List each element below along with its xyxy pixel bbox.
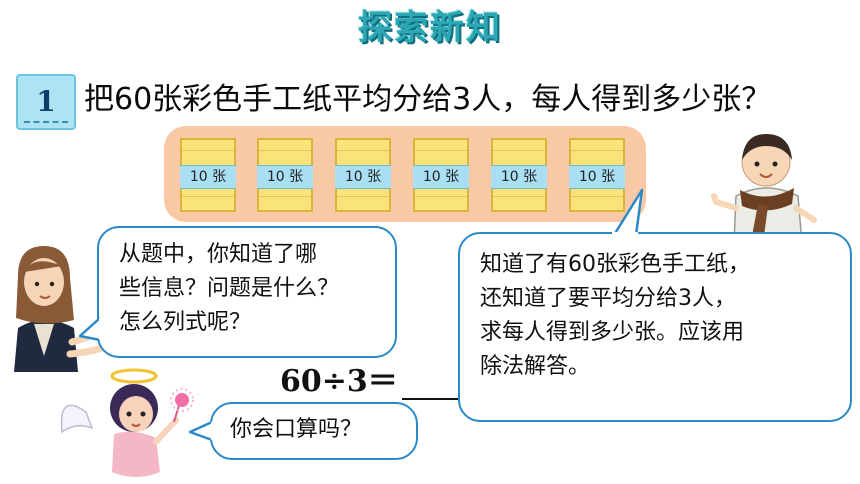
girl-bubble-line: 些信息？问题是什么？ <box>119 276 340 301</box>
paper-stack-label: 10 张 <box>491 165 547 189</box>
paper-stack-label: 10 张 <box>335 165 391 189</box>
boy-speech-bubble: 知道了有60张彩色手工纸， 还知道了要平均分给3人， 求每人得到多少张。应该用 … <box>458 232 852 422</box>
boy-bubble-line: 还知道了要平均分给3人， <box>480 286 736 311</box>
angel-bubble-line: 你会口算吗？ <box>230 417 363 442</box>
division-equation: 60÷3＝ <box>280 364 398 399</box>
problem-number: 1 <box>36 85 56 118</box>
paper-stack: 10 张 <box>491 138 547 212</box>
paper-tray <box>164 126 646 222</box>
paper-stack-label: 10 张 <box>569 165 625 189</box>
girl-speech-bubble: 从题中，你知道了哪 些信息？问题是什么？ 怎么列式呢？ <box>97 226 397 358</box>
angel-bubble-tail <box>188 420 214 442</box>
problem-number-badge: 1 <box>16 74 76 130</box>
paper-stack: 10 张 <box>569 138 625 212</box>
badge-divider <box>24 121 68 123</box>
paper-stack: 10 张 <box>335 138 391 212</box>
paper-stack: 10 张 <box>257 138 313 212</box>
girl-bubble-line: 怎么列式呢？ <box>119 310 252 335</box>
boy-bubble-line: 知道了有60张彩色手工纸， <box>480 252 750 277</box>
paper-stack: 10 张 <box>413 138 469 212</box>
girl-bubble-tail <box>78 317 102 342</box>
paper-stack-label: 10 张 <box>257 165 313 189</box>
page-title: 探索新知 <box>358 8 502 48</box>
boy-bubble-line: 求每人得到多少张。应该用 <box>480 320 745 345</box>
boy-bubble-tail <box>612 188 644 236</box>
boy-bubble-line: 除法解答。 <box>480 354 591 379</box>
paper-stack-label: 10 张 <box>180 165 236 189</box>
problem-question: 把60张彩色手工纸平均分给3人，每人得到多少张？ <box>84 82 772 117</box>
boy-illustration <box>711 134 817 244</box>
answer-blank[interactable] <box>402 398 462 400</box>
paper-stack: 10 张 <box>180 138 236 212</box>
angel-speech-bubble: 你会口算吗？ <box>210 402 418 460</box>
angel-illustration <box>60 368 194 477</box>
paper-stack-label: 10 张 <box>413 165 469 189</box>
girl-bubble-line: 从题中，你知道了哪 <box>119 242 318 267</box>
